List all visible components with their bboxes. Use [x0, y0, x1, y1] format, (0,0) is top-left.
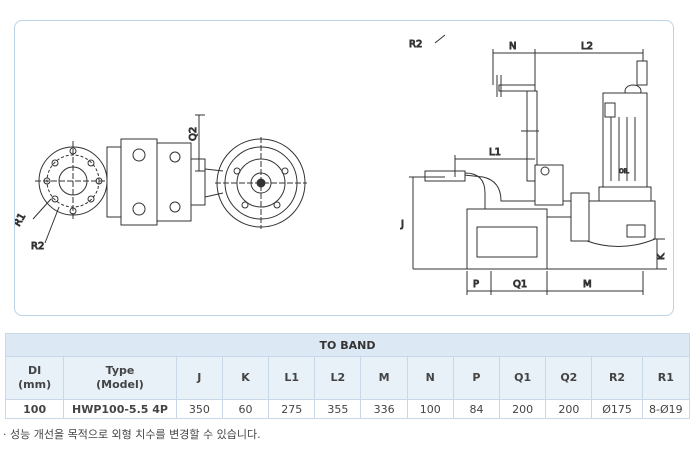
table-cell: 100	[406, 399, 454, 419]
technical-drawing-frame: Q2 R1 R2	[14, 20, 674, 316]
side-view-drawing	[409, 34, 667, 295]
table-cell: 355	[314, 399, 362, 419]
table-cell: 84	[452, 399, 501, 419]
table-cell: 336	[360, 399, 408, 419]
label-q1: Q1	[513, 279, 527, 290]
table-cell: Ø175	[591, 399, 643, 419]
table-cell: 8-Ø19	[641, 399, 690, 419]
label-q2: Q2	[188, 127, 199, 141]
column-header: R1	[641, 356, 690, 400]
column-header: P	[452, 356, 501, 400]
table-cell: 100	[4, 399, 65, 419]
label-k: K	[656, 253, 667, 260]
table-cell: HWP100-5.5 4P	[63, 399, 177, 419]
footnote: · 성능 개선을 목적으로 외형 치수를 변경할 수 있습니다.	[3, 428, 261, 441]
column-header: DI (mm)	[4, 356, 65, 400]
label-r1: R1	[15, 211, 28, 228]
table-cell: 60	[221, 399, 270, 419]
table-cell: 275	[268, 399, 316, 419]
top-view-drawing	[32, 114, 307, 244]
column-header: N	[406, 356, 454, 400]
column-header: L2	[314, 356, 362, 400]
label-p: P	[473, 279, 479, 290]
table-cell: 200	[545, 399, 593, 419]
label-oil: OIL	[619, 168, 629, 175]
column-header: M	[360, 356, 408, 400]
column-header: Q2	[545, 356, 593, 400]
label-r2-left: R2	[31, 241, 44, 252]
label-n: N	[509, 41, 516, 52]
column-header: K	[221, 356, 270, 400]
column-header: L1	[268, 356, 316, 400]
column-header: Q1	[499, 356, 547, 400]
table-cell: 350	[175, 399, 223, 419]
column-header: Type (Model)	[63, 356, 177, 400]
label-j: J	[400, 219, 404, 230]
band-title: TO BAND	[5, 333, 690, 357]
label-m: M	[583, 279, 592, 290]
table-cell: 200	[499, 399, 547, 419]
band-title-row: TO BAND	[5, 333, 690, 357]
label-l1: L1	[489, 147, 501, 158]
column-header: J	[175, 356, 223, 400]
column-header: R2	[591, 356, 643, 400]
label-r2-right: R2	[409, 39, 422, 50]
label-l2: L2	[581, 41, 593, 52]
pump-drawing: Q2 R1 R2	[15, 34, 668, 295]
